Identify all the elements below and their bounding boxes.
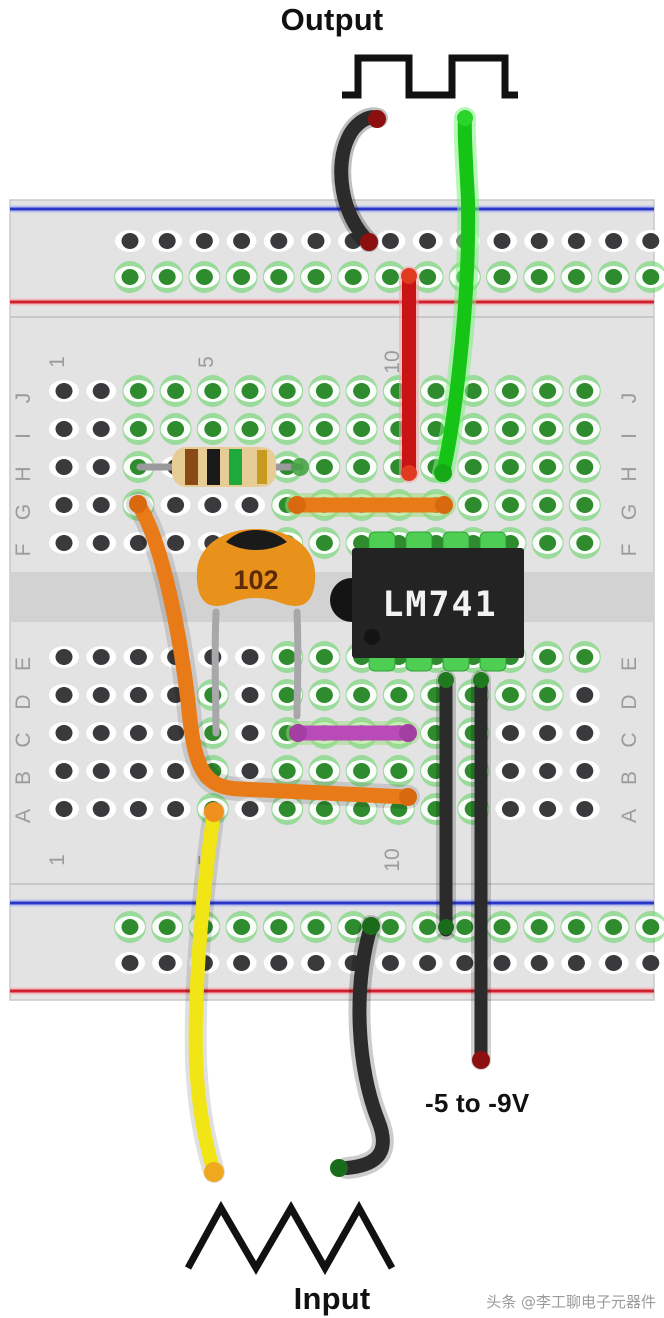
svg-text:C: C	[12, 732, 35, 747]
svg-text:I: I	[12, 433, 35, 439]
svg-text:5: 5	[195, 356, 218, 368]
resistor-1m	[136, 447, 309, 487]
svg-text:A: A	[12, 809, 35, 823]
wire-black-ground-bottom	[330, 915, 394, 1179]
output-label: Output	[280, 2, 384, 37]
svg-text:B: B	[12, 771, 35, 785]
svg-text:G: G	[618, 504, 641, 520]
svg-text:E: E	[618, 657, 641, 671]
wire-orange-jumper-long	[285, 493, 456, 517]
wire-yellow-input	[184, 801, 225, 1183]
triangle-wave-input	[184, 1200, 396, 1276]
capacitor-leads	[211, 608, 302, 737]
svg-text:A: A	[618, 809, 641, 823]
svg-text:C: C	[618, 732, 641, 747]
svg-text:B: B	[618, 771, 641, 785]
svg-text:E: E	[12, 657, 35, 671]
svg-text:D: D	[618, 694, 641, 709]
svg-text:J: J	[12, 393, 35, 404]
wire-purple-jumper	[286, 721, 420, 745]
capacitor-102: 102	[196, 529, 316, 606]
svg-text:F: F	[618, 544, 641, 557]
svg-text:G: G	[12, 504, 35, 520]
svg-text:1: 1	[46, 854, 69, 866]
wire-black-supply-2	[471, 670, 491, 1070]
power-rail-bottom	[10, 883, 654, 995]
ic-notch	[330, 578, 352, 622]
watermark-text: 头条 @李工聊电子元器件	[486, 1293, 656, 1311]
power-rail-top	[10, 205, 654, 318]
wire-black-supply-1	[436, 670, 456, 940]
square-wave-output	[342, 54, 518, 99]
svg-text:D: D	[12, 694, 35, 709]
capacitor-marking: 102	[233, 565, 278, 595]
svg-text:F: F	[12, 544, 35, 557]
wire-black-output-top	[331, 107, 388, 252]
wire-green-output	[432, 107, 480, 484]
ic-marking: LM741	[382, 585, 497, 625]
svg-text:J: J	[618, 393, 641, 404]
svg-text:I: I	[618, 433, 641, 439]
svg-text:10: 10	[381, 848, 404, 871]
supply-voltage-label: -5 to -9V	[425, 1088, 530, 1118]
svg-text:H: H	[618, 466, 641, 481]
svg-text:1: 1	[46, 356, 69, 368]
ic-lm741: LM741	[330, 531, 524, 672]
svg-text:H: H	[12, 466, 35, 481]
svg-text:10: 10	[381, 350, 404, 373]
wire-orange-feedback	[126, 492, 420, 809]
wire-red-rail-jumper	[399, 266, 419, 483]
input-label: Input	[293, 1281, 371, 1316]
